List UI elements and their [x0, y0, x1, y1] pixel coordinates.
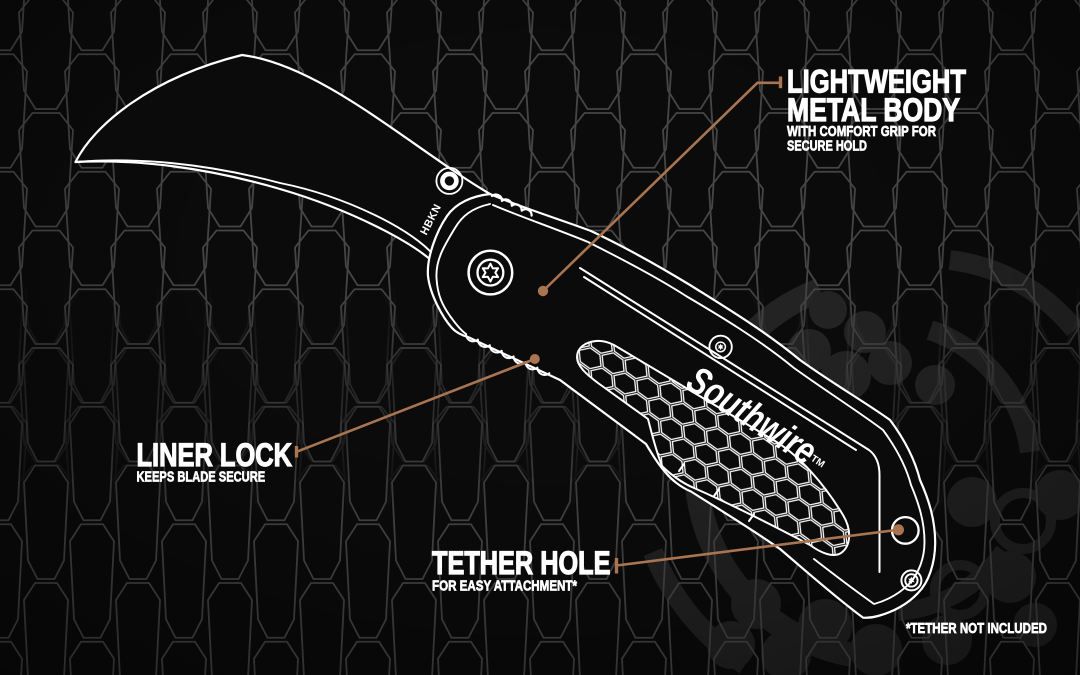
svg-text:WITH COMFORT GRIP FOR: WITH COMFORT GRIP FOR: [787, 124, 937, 140]
svg-text:KEEPS BLADE SECURE: KEEPS BLADE SECURE: [137, 469, 266, 486]
svg-text:TETHER HOLE: TETHER HOLE: [432, 545, 611, 581]
svg-text:*TETHER NOT INCLUDED: *TETHER NOT INCLUDED: [906, 620, 1047, 637]
svg-text:LINER LOCK: LINER LOCK: [137, 437, 293, 473]
svg-text:SECURE HOLD: SECURE HOLD: [787, 138, 867, 154]
svg-text:LIGHTWEIGHT: LIGHTWEIGHT: [787, 64, 966, 100]
svg-text:FOR EASY ATTACHMENT*: FOR EASY ATTACHMENT*: [432, 577, 577, 594]
svg-text:METAL BODY: METAL BODY: [787, 92, 960, 128]
